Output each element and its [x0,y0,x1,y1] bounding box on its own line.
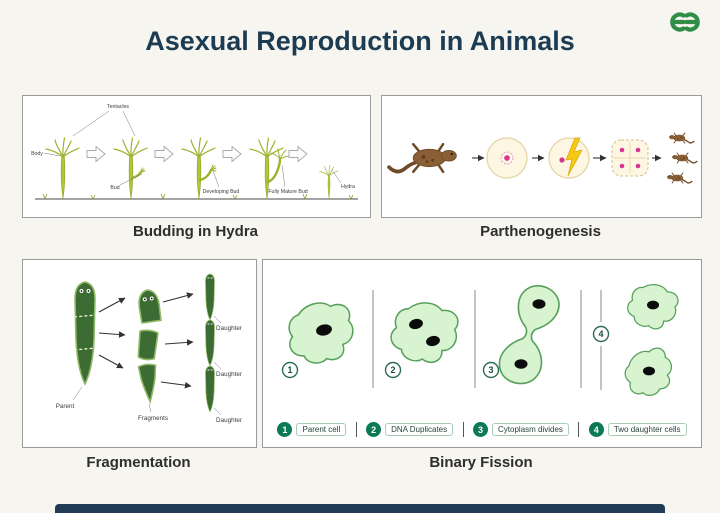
hydra-stage-1 [45,137,80,200]
stage-number-1: 1 [287,365,292,375]
fragment-head [136,287,163,324]
daughter-planaria-2 [205,319,215,367]
label-parent: Parent [56,403,75,410]
parthenogenesis-caption: Parthenogenesis [480,223,601,240]
binary-fission-caption: Binary Fission [429,454,533,471]
label-daughter-2: Daughter [216,371,242,378]
binary-fission-panel: 1 2 3 4 [262,259,702,448]
fragment-arrow-icon [98,354,124,369]
daughter-arrow-icon [162,292,194,303]
fragment-middle [136,328,159,362]
legend-divider [462,422,464,437]
parthenogenesis-panel [381,95,702,218]
legend-divider [355,422,357,437]
label-fully-mature-bud: Fully Mature Bud [268,189,307,195]
stage-arrow-icon [288,146,308,162]
legend-item-cytoplasm-divides: 3 Cytoplasm divides [473,422,569,437]
legend-item-dna-duplicates: 2 DNA Duplicates [366,422,454,437]
label-body: Body [31,151,43,157]
legend-item-parent-cell: 1 Parent cell [277,422,347,437]
daughter-arrow-icon [164,339,194,346]
fragmentation-diagram: Parent Fragments Daughter Daughter Daugh… [56,273,242,424]
legend-divider [578,422,580,437]
cut-lines [73,314,97,351]
parthenogenesis-diagram [387,132,698,184]
legend-number-4: 4 [588,422,604,437]
fragmentation-caption: Fragmentation [86,454,191,471]
stage-number-3: 3 [488,365,493,375]
parent-planaria [73,281,97,385]
legend-number-3: 3 [473,422,489,437]
legend-number-2: 2 [366,422,382,437]
fragment-tail [137,362,160,404]
adult-lizard-figure [387,142,459,174]
label-tentacles: Tentacles [107,104,129,110]
fragment-arrow-icon [98,331,126,338]
stage-arrow-icon [154,146,174,162]
fragment-arrow-icon [98,297,126,313]
stage-arrow-icon [86,146,106,162]
daughter-planaria-3 [205,365,215,413]
daughter-arrow-icon [160,381,192,389]
legend-item-two-daughter-cells: 4 Two daughter cells [588,422,687,437]
legend-label-dna-duplicates: DNA Duplicates [385,423,454,436]
budding-caption: Budding in Hydra [133,223,258,240]
stage-arrow-icon [222,146,242,162]
fragmentation-panel: Parent Fragments Daughter Daughter Daugh… [22,259,257,448]
offspring-lizards [666,132,698,184]
legend-label-two-daughter-cells: Two daughter cells [607,423,687,436]
label-daughter-3: Daughter [216,417,242,424]
legend-label-parent-cell: Parent cell [296,423,347,436]
hydra-stage-3-developing-bud [181,137,217,200]
hydra-stage-2-bud [113,137,148,200]
page-title: Asexual Reproduction in Animals [145,26,575,56]
label-bud: Bud [110,185,119,191]
legend-number-1: 1 [277,422,293,437]
binary-fission-legend: 1 Parent cell 2 DNA Duplicates 3 Cytopla… [263,422,701,447]
label-hydra: Hydra [341,184,355,190]
activated-egg-cell [548,137,590,179]
amoeba-stage-2: 2 [384,293,465,379]
hydra-stage-4-mature-bud [249,137,290,200]
label-daughter-1: Daughter [216,325,242,332]
budding-diagram: Tentacles Body Bud Developing Bud Fully … [31,104,358,200]
geeksforgeeks-logo-icon[interactable] [663,9,707,35]
budding-panel: Tentacles Body Bud Developing Bud Fully … [22,95,371,218]
stage-number-4: 4 [598,329,603,339]
label-fragments: Fragments [138,415,168,422]
amoeba-stage-4: 4 [592,276,684,403]
lightning-icon [565,137,583,177]
egg-cell [486,137,528,179]
binary-fission-diagram: 1 2 3 4 [281,276,684,403]
amoeba-stage-3: 3 [482,284,560,385]
stage-number-2: 2 [390,365,395,375]
embryo-four-cell [611,139,649,177]
grass-tufts [42,193,354,200]
bottom-bar [55,504,665,513]
legend-label-cytoplasm-divides: Cytoplasm divides [492,423,569,436]
label-developing-bud: Developing Bud [203,189,240,195]
amoeba-stage-1: 1 [281,302,354,379]
hydra-stage-5-detached [319,165,339,200]
daughter-planaria-1 [205,273,215,321]
